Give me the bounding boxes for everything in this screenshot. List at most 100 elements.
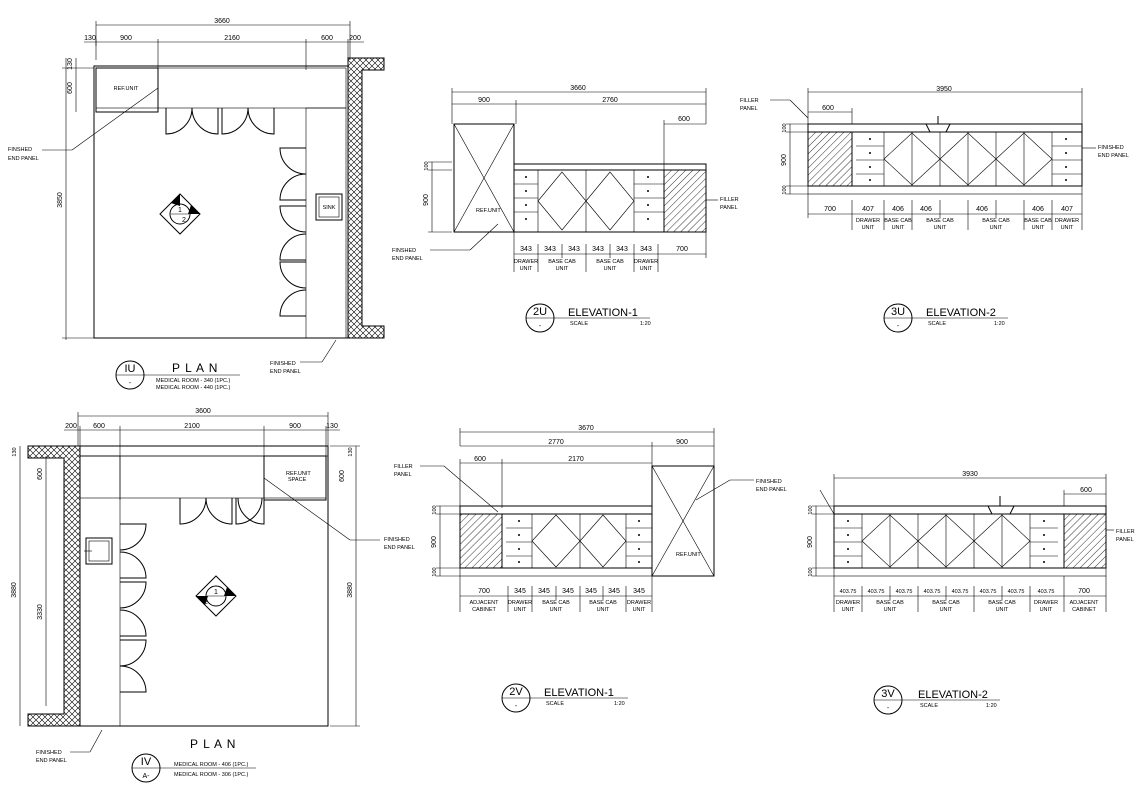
e2v-bdim-6: 345 bbox=[608, 588, 620, 595]
e2u-bdim-3: 343 bbox=[568, 246, 580, 253]
e2u-label-4a: DRAWER bbox=[634, 259, 658, 265]
e2v-filler-2: PANEL bbox=[394, 472, 412, 478]
plan1-finished-left-2: END PANEL bbox=[8, 156, 39, 162]
plan2-dim-right-3880: 3880 bbox=[347, 582, 354, 598]
e2v-dim-2770: 2770 bbox=[548, 439, 564, 446]
plan2-dim-right-130: 130 bbox=[348, 447, 354, 456]
e3u-label-6a: DRAWER bbox=[1055, 218, 1079, 224]
e2v-finished-2: END PANEL bbox=[756, 487, 787, 493]
e3v-bdim-9: 700 bbox=[1078, 588, 1090, 595]
e3u-label-6b: UNIT bbox=[1061, 225, 1074, 231]
e3u-dim-total: 3950 bbox=[936, 86, 952, 93]
plan1-title: P L A N bbox=[172, 361, 218, 375]
plan1-note-1: MEDICAL ROOM - 340 (1PC.) bbox=[156, 378, 231, 384]
e3v-filler-2: PANEL bbox=[1116, 537, 1134, 543]
e3u-label-3a: BASE CAB bbox=[926, 218, 954, 224]
e3u-label-4a: BASE CAB bbox=[982, 218, 1010, 224]
plan2-dim-3330: 3330 bbox=[37, 604, 44, 620]
plan2-finished-right-1: FINISHED bbox=[384, 537, 410, 543]
plan1-sink-label: SINK bbox=[323, 205, 336, 211]
e2v-bdim-5: 345 bbox=[585, 588, 597, 595]
e2u-label-1a: DRAWER bbox=[514, 259, 538, 265]
e3v-label-2b: UNIT bbox=[884, 607, 897, 613]
plan2-note-2: MEDICAL ROOM - 306 (1PC.) bbox=[174, 772, 249, 778]
e2v-ref-unit-label: REF.UNIT bbox=[676, 552, 701, 558]
e3v-label-2a: BASE CAB bbox=[876, 600, 904, 606]
e3u-scale: SCALE bbox=[928, 321, 946, 327]
e2u-dim-total: 3660 bbox=[570, 85, 586, 92]
plan2-bubble-bottom: A- bbox=[143, 773, 151, 780]
e2v-ref-unit bbox=[651, 465, 715, 577]
e3u-bdim-5: 406 bbox=[976, 206, 988, 213]
e2v-filler-1: FILLER bbox=[394, 464, 413, 470]
e2u-finished-1: FINSHED bbox=[392, 248, 416, 254]
e3u-bdim-7: 407 bbox=[1061, 206, 1073, 213]
e2v-label-5a: DRAWER bbox=[627, 600, 651, 606]
elevation-3v: 3930 600 100 900 100 bbox=[807, 471, 1135, 715]
e3v-filler-1: FILLER bbox=[1116, 529, 1135, 535]
plan1-door-4 bbox=[247, 107, 275, 135]
e3u-label-2b: UNIT bbox=[892, 225, 905, 231]
e3u-label-1b: UNIT bbox=[862, 225, 875, 231]
e3v-bdim-5: 403.75 bbox=[952, 589, 969, 595]
e3u-finished-2: END PANEL bbox=[1098, 153, 1129, 159]
e3u-bubble-top: 3U bbox=[891, 306, 905, 318]
plan2-dim-2100: 2100 bbox=[184, 423, 200, 430]
e2v-dim-2170: 2170 bbox=[568, 456, 584, 463]
e3v-label-1b: UNIT bbox=[842, 607, 855, 613]
e3u-filler-1: FILLER bbox=[740, 98, 759, 104]
e3u-bdim-3: 406 bbox=[892, 206, 904, 213]
plan1-marker-1: 1 bbox=[178, 207, 182, 214]
e2v-title: ELEVATION-1 bbox=[544, 687, 614, 699]
elevation-2v: 3670 2770 900 600 2170 100 900 100 bbox=[394, 425, 787, 713]
e3v-bdim-1: 403.75 bbox=[840, 589, 857, 595]
e2u-title: ELEVATION-1 bbox=[568, 307, 638, 319]
plan2-dim-total: 3600 bbox=[195, 408, 211, 415]
plan1-bubble-bottom: - bbox=[129, 380, 132, 387]
e3v-dim-100b: 100 bbox=[808, 567, 814, 576]
plan1-view-marker: 1 2 bbox=[159, 193, 201, 235]
plan2-dim-130: 130 bbox=[326, 423, 338, 430]
e2v-bdim-3: 345 bbox=[538, 588, 550, 595]
e2v-label-3a: BASE CAB bbox=[542, 600, 570, 606]
e2u-label-1b: UNIT bbox=[520, 266, 533, 272]
e2v-label-4b: UNIT bbox=[597, 607, 610, 613]
plan2-note-1: MEDICAL ROOM - 406 (1PC.) bbox=[174, 762, 249, 768]
e2u-bdim-7: 700 bbox=[676, 246, 688, 253]
e2v-label-4a: BASE CAB bbox=[589, 600, 617, 606]
e2v-label-1b: CABINET bbox=[472, 607, 496, 613]
e2u-ref-unit-label: REF.UNIT bbox=[476, 208, 501, 214]
e3v-bdim-3: 403.75 bbox=[896, 589, 913, 595]
e2v-dim-100b: 100 bbox=[432, 567, 438, 576]
e3u-dim-600: 600 bbox=[822, 105, 834, 112]
plan2-ref-unit-1: REF.UNIT bbox=[286, 471, 311, 477]
plan2-finished-right-2: END PANEL bbox=[384, 545, 415, 551]
e3v-label-7b: CABINET bbox=[1072, 607, 1096, 613]
e2v-finished-1: FINISHED bbox=[756, 479, 782, 485]
plan1-door-2 bbox=[191, 107, 219, 135]
plan1-finished-left-1: FINSHED bbox=[8, 147, 32, 153]
plan2-dim-600: 600 bbox=[93, 423, 105, 430]
e3v-label-7a: ADJACENT bbox=[1069, 600, 1099, 606]
e3u-dim-900: 900 bbox=[781, 154, 788, 166]
plan-1: 3660 130 900 2160 600 200 3850 130 600 R… bbox=[8, 18, 385, 391]
e2v-label-5b: UNIT bbox=[633, 607, 646, 613]
e3v-label-6b: UNIT bbox=[1040, 607, 1053, 613]
e2v-dim-900: 900 bbox=[676, 439, 688, 446]
e3u-finished-1: FINISHED bbox=[1098, 145, 1124, 151]
e2u-label-2a: BASE CAB bbox=[548, 259, 576, 265]
e3u-label-1a: DRAWER bbox=[856, 218, 880, 224]
e2u-label-3a: BASE CAB bbox=[596, 259, 624, 265]
plan2-marker-2: 2 bbox=[204, 599, 208, 606]
e2u-label-3b: UNIT bbox=[604, 266, 617, 272]
e2u-bdim-2: 343 bbox=[544, 246, 556, 253]
e2v-label-2b: UNIT bbox=[514, 607, 527, 613]
e2v-bdim-4: 345 bbox=[562, 588, 574, 595]
e3v-label-6a: DRAWER bbox=[1034, 600, 1058, 606]
e3u-label-2a: BASE CAB bbox=[884, 218, 912, 224]
plan1-marker-2: 2 bbox=[182, 217, 186, 224]
plan1-dim-left-130: 130 bbox=[67, 58, 74, 70]
plan2-view-marker: 1 2 bbox=[195, 575, 237, 617]
elevation-2u: 3660 900 2760 600 100 900 REF.UNIT bbox=[392, 85, 739, 333]
e2u-filler-2: PANEL bbox=[720, 205, 738, 211]
